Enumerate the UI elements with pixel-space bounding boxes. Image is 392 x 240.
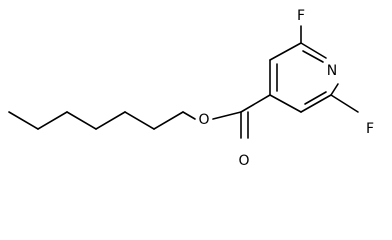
atom-label-nitrogen: N [327,63,337,79]
bond-ester-oxygen-to-carbonyl [212,111,242,120]
ring-bond-c2-n [300,42,327,59]
bond-hexyl-3 [66,111,97,130]
bond-hexyl-to-ester-oxygen [182,111,196,120]
atom-label-oxygen-carbonyl: O [238,153,249,169]
ring-inner-double-bottom [304,91,327,105]
bond-carbonyl-to-ring [240,94,271,113]
atom-label-fluorine-top: F [297,8,305,24]
ring-bond-n-c6 [330,83,339,96]
ring-bond-c5-c4 [269,94,302,113]
bond-hexyl-5 [124,111,155,130]
ring-bond-c6-c5 [300,94,332,113]
molecule-svg: F N F O O [8,8,374,169]
bond-c6-to-bottom-fluorine [330,94,359,113]
bond-hexyl-1 [8,111,39,130]
chemical-structure-diagram: F N F O O [8,8,375,169]
ring-bond-c3-c2 [269,42,302,61]
ring-inner-double-top [302,50,324,63]
bond-hexyl-6 [153,111,184,130]
bond-hexyl-4 [95,111,126,130]
bond-hexyl-2 [37,111,68,130]
atom-label-fluorine-bottom: F [366,121,374,137]
atom-label-oxygen-ester: O [198,112,209,128]
